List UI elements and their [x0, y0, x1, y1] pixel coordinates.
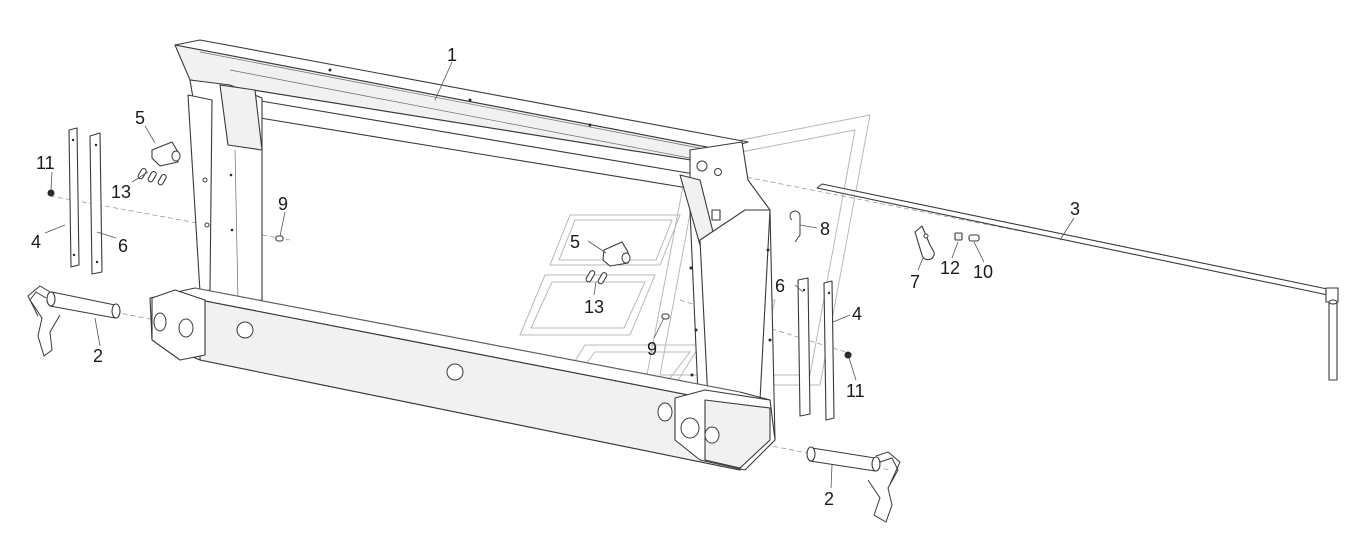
part-13-slots-left — [137, 168, 167, 186]
part-11-nut-right — [844, 351, 852, 359]
callout-13-left: 13 — [111, 182, 131, 202]
leader-lines — [44, 61, 1075, 489]
part-12-nut — [954, 232, 963, 241]
callout-labels: 1 5 11 13 4 6 9 2 3 5 8 13 9 7 12 10 6 4… — [31, 45, 1080, 509]
callout-10: 10 — [973, 262, 993, 282]
callout-2-left: 2 — [93, 346, 103, 366]
callout-6-right: 6 — [775, 276, 785, 296]
part-13-slots-right — [585, 270, 608, 285]
callout-8: 8 — [820, 219, 830, 239]
part-8-clip — [789, 210, 801, 243]
callout-11-right: 11 — [846, 381, 865, 401]
part-2-pin-left — [27, 285, 121, 357]
callout-9-right: 9 — [647, 339, 657, 359]
part-6-strip-left — [89, 132, 103, 275]
part-4-strip-right — [823, 280, 835, 421]
callout-5-left: 5 — [135, 108, 145, 128]
part-3-rod — [816, 183, 1339, 381]
part-9-pin-left — [275, 235, 284, 242]
callout-6-left: 6 — [118, 236, 128, 256]
callout-13-right: 13 — [584, 297, 604, 317]
callout-5-right: 5 — [570, 232, 580, 252]
callout-7: 7 — [910, 272, 920, 292]
callout-3: 3 — [1070, 199, 1080, 219]
part-2-pin-right — [806, 446, 901, 523]
main-frame — [149, 39, 776, 471]
part-9-pin-right — [661, 313, 670, 320]
callout-2-right: 2 — [824, 489, 834, 509]
part-10-bolt — [968, 234, 980, 242]
callout-4-right: 4 — [852, 304, 862, 324]
callout-4-left: 4 — [31, 232, 41, 252]
part-5-bracket-left — [151, 141, 181, 167]
part-11-nut-left — [47, 189, 55, 197]
callout-11-left: 11 — [36, 153, 55, 173]
part-5-bracket-right — [602, 241, 631, 267]
part-7-plate — [914, 225, 935, 261]
callout-12: 12 — [940, 258, 960, 278]
part-4-strip-left — [68, 127, 80, 268]
callout-1: 1 — [447, 45, 457, 65]
callout-9-left: 9 — [278, 194, 288, 214]
part-6-strip-right — [797, 277, 811, 417]
